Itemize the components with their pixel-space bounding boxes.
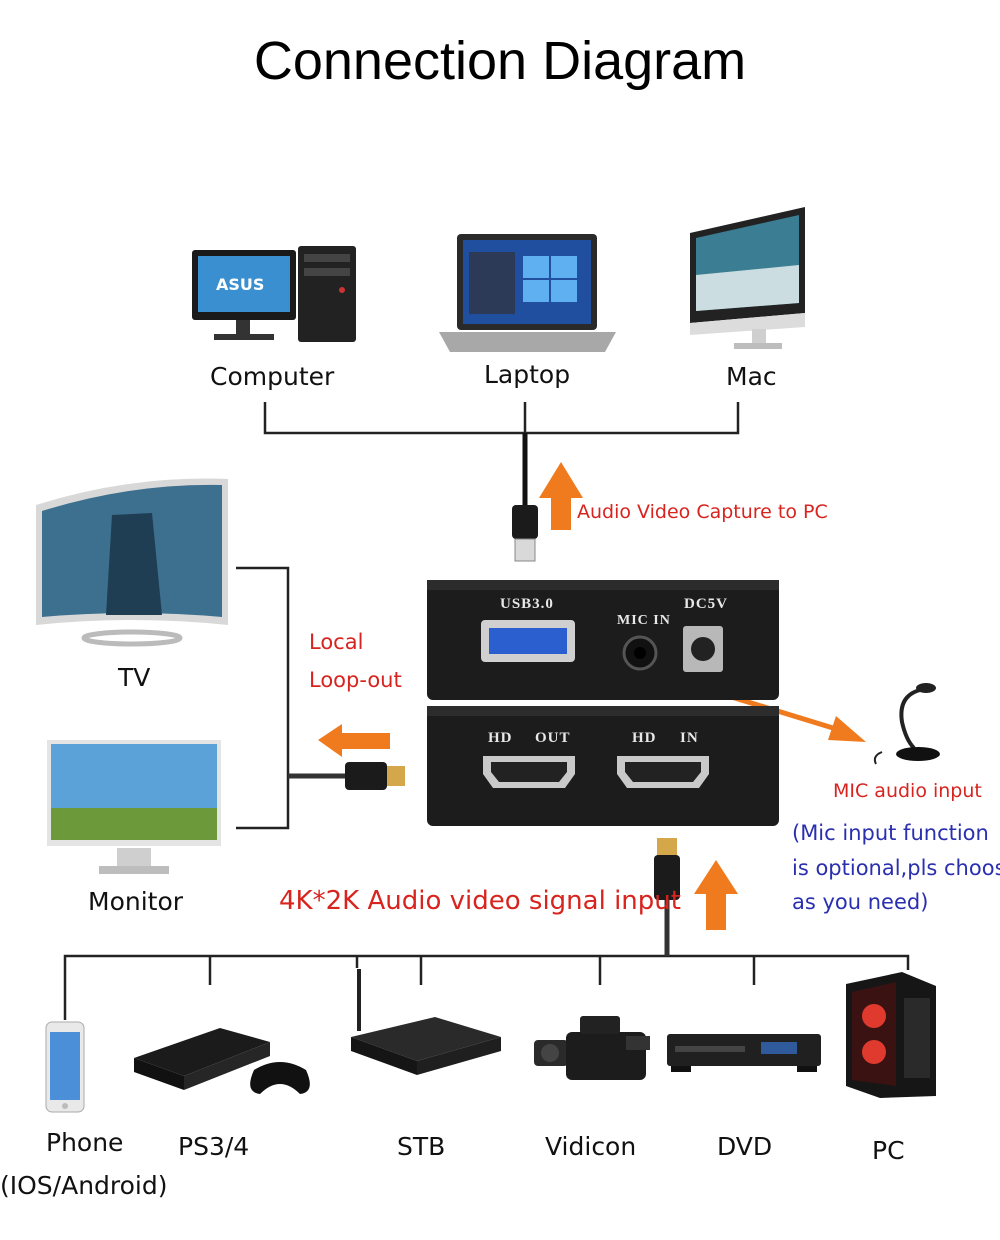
microphone-icon: [862, 682, 952, 772]
usb-port-label: USB3.0: [500, 596, 554, 612]
input-hdmi-plug: [654, 855, 680, 900]
mic-note-line2: is optional,pls choose: [792, 856, 1000, 880]
tv-label: TV: [118, 663, 151, 692]
desktop-computer-icon: ASUS: [180, 240, 360, 350]
monitor-icon: [45, 738, 225, 888]
loop-label-line1: Local: [309, 630, 364, 654]
capture-annotation: Audio Video Capture to PC: [577, 501, 828, 523]
laptop-icon: [435, 232, 620, 357]
mic-port-label: MIC IN: [617, 613, 671, 628]
mic-note-line3: as you need): [792, 890, 929, 914]
mic-note-line1: (Mic input function: [792, 821, 989, 845]
arrow-up-input: [694, 860, 738, 930]
bottom-bracket: [63, 954, 910, 1020]
hd-in-label-1: HD: [632, 730, 657, 746]
usb-plug-tip: [514, 538, 536, 562]
monitor-label: Monitor: [88, 887, 184, 916]
mac-label: Mac: [726, 362, 777, 391]
arrow-up-capture: [539, 462, 583, 530]
arrow-left-loop: [318, 724, 390, 757]
hd-out-label-1: HD: [488, 730, 513, 746]
signal-input-label: 4K*2K Audio video signal input: [279, 886, 681, 916]
tv-icon: [32, 475, 232, 650]
page-title: Connection Diagram: [253, 31, 747, 91]
pc-label: PC: [872, 1136, 905, 1165]
capture-device: [425, 578, 785, 828]
usb-plug-body: [512, 505, 538, 539]
arrow-mic-head: [828, 716, 866, 742]
left-bracket: [236, 566, 290, 830]
hd-out-label-2: OUT: [535, 730, 571, 746]
laptop-label: Laptop: [484, 360, 571, 389]
dc-port-label: DC5V: [684, 596, 728, 612]
svg-text:ASUS: ASUS: [216, 275, 264, 294]
computer-label: Computer: [210, 362, 335, 391]
phone-sublabel: (IOS/Android): [0, 1171, 168, 1200]
gaming-pc-icon: [842, 968, 940, 1100]
vidicon-label: Vidicon: [545, 1132, 637, 1161]
game-console-icon: [130, 1018, 320, 1098]
stb-label: STB: [397, 1132, 446, 1161]
ps-label: PS3/4: [178, 1132, 250, 1161]
imac-icon: [680, 205, 810, 355]
phone-label: Phone: [46, 1128, 124, 1157]
loop-label-line2: Loop-out: [309, 668, 402, 692]
loop-hdmi-tip: [387, 766, 405, 786]
dvd-label: DVD: [717, 1132, 773, 1161]
camcorder-icon: [530, 1010, 660, 1095]
loop-hdmi-plug: [345, 762, 387, 790]
dvd-player-icon: [665, 1030, 823, 1075]
top-bracket: [263, 402, 740, 435]
phone-icon: [44, 1020, 88, 1115]
mic-input-label: MIC audio input: [833, 780, 982, 802]
set-top-box-icon: [345, 965, 505, 1080]
bottom-bracket-ticks: [208, 956, 756, 985]
input-hdmi-tip: [657, 838, 677, 855]
hd-in-label-2: IN: [680, 730, 699, 746]
